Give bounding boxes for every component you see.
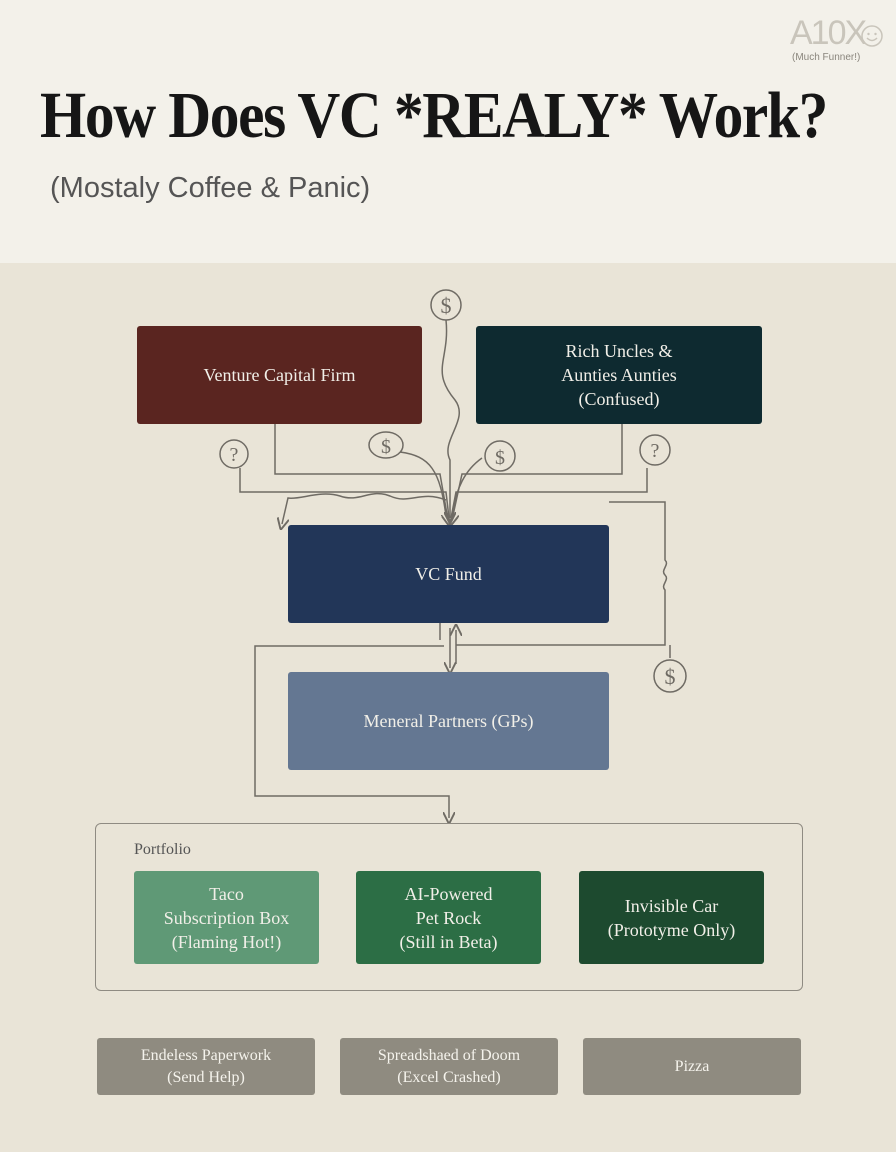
flow-dollar-mid-left — [399, 451, 447, 517]
node-general-partners: Meneral Partners (GPs) — [288, 672, 609, 770]
logo-text: A10X — [790, 14, 867, 52]
flow-firm-to-fund — [274, 424, 448, 520]
dollar-icon-mid-right: $ — [484, 440, 516, 472]
flow-left-loop — [254, 645, 449, 818]
portfolio-label: Portfolio — [134, 841, 191, 858]
flow-rich-to-fund — [452, 424, 623, 520]
header-band: How Does VC *REALY* Work? (Mostaly Coffe… — [0, 0, 896, 263]
question-symbol-left: ? — [230, 444, 239, 466]
flow-right-loop — [456, 501, 668, 646]
question-symbol-right: ? — [651, 440, 660, 462]
flow-question-left — [239, 468, 450, 519]
footer-item-spreadsheet: Spreadshaed of Doom (Excel Crashed) — [340, 1038, 558, 1095]
logo-tagline: (Much Funner!) — [792, 52, 861, 63]
dollar-symbol-mid-left: $ — [381, 436, 391, 458]
dollar-icon-right: $ — [653, 659, 687, 693]
page-subtitle: (Mostaly Coffee & Panic) — [50, 172, 371, 204]
logo: A10X (Much Funner!) — [788, 14, 888, 70]
flow-question-right — [450, 468, 648, 519]
dollar-icon-mid-left: $ — [368, 431, 404, 459]
portfolio-group: Portfolio — [95, 823, 803, 991]
question-icon-right: ? — [639, 434, 671, 466]
smiley-icon — [861, 25, 883, 47]
dollar-symbol-top: $ — [441, 293, 452, 318]
node-rich-relatives: Rich Uncles & Aunties Aunties (Confused) — [476, 326, 762, 424]
portfolio-item-invisible-car: Invisible Car (Prototyme Only) — [579, 871, 764, 964]
dollar-icon-top: $ — [430, 289, 462, 321]
question-icon-left: ? — [219, 439, 249, 469]
dollar-symbol-mid-right: $ — [495, 447, 505, 469]
portfolio-item-taco: Taco Subscription Box (Flaming Hot!) — [134, 871, 319, 964]
flow-dollar-mid-right — [451, 457, 483, 517]
footer-item-paperwork: Endeless Paperwork (Send Help) — [97, 1038, 315, 1095]
portfolio-item-pet-rock: AI-Powered Pet Rock (Still in Beta) — [356, 871, 541, 964]
flow-wavy-left — [282, 492, 447, 524]
node-venture-capital-firm: Venture Capital Firm — [137, 326, 422, 424]
page-title: How Does VC *REALY* Work? — [40, 79, 828, 152]
flow-top-dollar — [441, 319, 461, 518]
node-vc-fund: VC Fund — [288, 525, 609, 623]
footer-item-pizza: Pizza — [583, 1038, 801, 1095]
dollar-symbol-right: $ — [665, 664, 676, 689]
